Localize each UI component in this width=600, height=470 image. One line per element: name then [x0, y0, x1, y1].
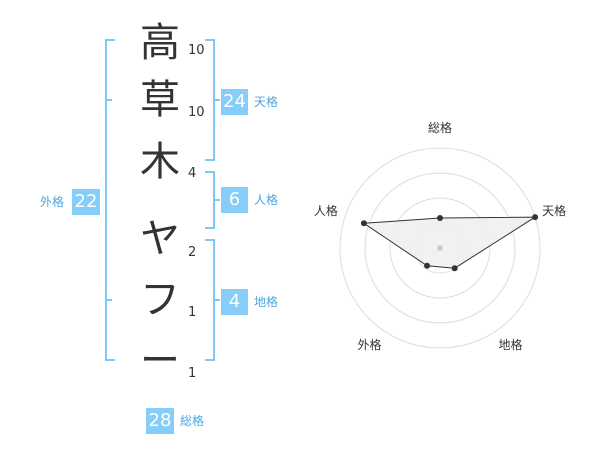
chikaku-bracket: [205, 239, 215, 361]
gaikaku-value: 22: [72, 189, 100, 215]
tenkaku-value: 24: [221, 89, 248, 115]
radar-area: [362, 216, 537, 269]
name-char-6: ー: [140, 338, 180, 384]
chikaku-value: 4: [221, 289, 248, 315]
radar-axis-label-1: 天格: [542, 203, 566, 218]
chikaku-label: 地格: [254, 295, 279, 309]
name-char-2: 草: [140, 77, 180, 123]
tenkaku-bracket: [205, 39, 215, 161]
radar-point-2: [451, 265, 458, 272]
stroke-count-3: 4: [188, 166, 197, 181]
radar-ring-3: [364, 172, 516, 324]
stroke-count-5: 1: [188, 305, 197, 320]
stroke-count-6: 1: [188, 366, 197, 381]
name-char-1: 高: [140, 20, 180, 66]
radar-point-0: [437, 215, 443, 221]
radar-ring-4: [339, 147, 541, 349]
gaikaku-label: 外格: [40, 195, 65, 209]
soukaku-label: 総格: [180, 414, 205, 428]
stroke-count-1: 10: [188, 43, 205, 58]
name-char-5: フ: [140, 277, 180, 323]
radar-axis-label-3: 外格: [357, 337, 381, 352]
name-char-4: ヤ: [140, 216, 180, 262]
radar-ring-2: [389, 197, 491, 299]
radar-axis-label-2: 地格: [499, 337, 523, 352]
tenkaku-label: 天格: [254, 95, 279, 109]
radar-center-dot: [437, 245, 443, 251]
stroke-count-2: 10: [188, 105, 205, 120]
radar-point-4: [360, 220, 367, 227]
radar-axis-label-4: 人格: [314, 203, 338, 218]
radar-points: [360, 214, 539, 272]
stroke-count-4: 2: [188, 245, 197, 260]
jinkaku-value: 6: [221, 187, 248, 213]
name-char-3: 木: [140, 139, 180, 185]
radar-axis-label-0: 総格: [428, 120, 452, 135]
soukaku-value: 28: [146, 408, 174, 434]
jinkaku-bracket: [205, 171, 215, 229]
radar-point-3: [424, 262, 431, 269]
radar-point-1: [532, 214, 539, 221]
gaikaku-bracket: [105, 39, 115, 361]
jinkaku-label: 人格: [254, 193, 279, 207]
